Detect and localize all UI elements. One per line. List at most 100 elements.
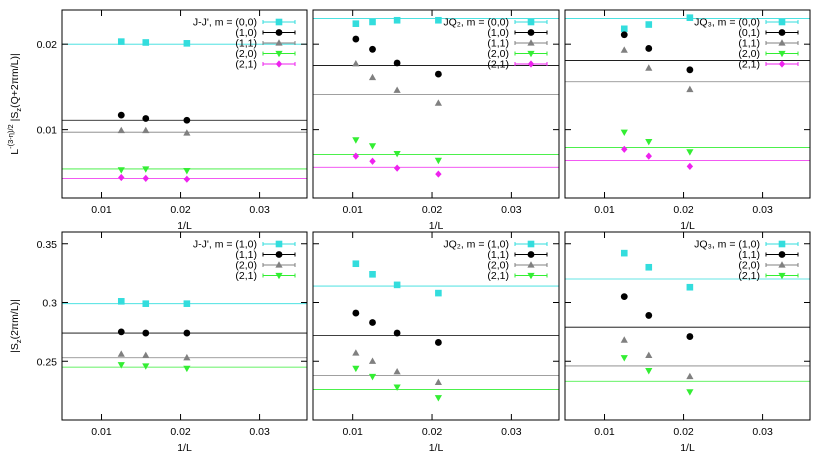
data-point (369, 271, 376, 278)
data-point (117, 328, 125, 336)
panel-label: J-J', m = (1,0) (193, 239, 257, 251)
x-tick-label: 0.01 (91, 426, 112, 438)
data-point (434, 99, 442, 106)
data-point (142, 174, 149, 182)
data-point (142, 39, 150, 46)
legend-label: (2,0) (235, 48, 257, 60)
y-axis-label: |Sz(2πm/L)| (9, 299, 23, 353)
panel-label: JQ₂, m = (1,0) (443, 239, 509, 251)
data-point (183, 365, 191, 373)
data-point (352, 137, 360, 144)
data-point (118, 173, 125, 182)
data-point (393, 329, 401, 337)
legend-marker (275, 261, 283, 268)
data-point (435, 170, 442, 178)
data-point (645, 351, 653, 358)
data-point (352, 365, 360, 373)
data-point (686, 283, 694, 291)
x-tick-label: 0.01 (342, 426, 363, 438)
data-point (368, 357, 377, 364)
x-axis-label: 1/L (680, 442, 695, 454)
legend-marker (778, 251, 786, 258)
data-point (686, 66, 694, 74)
legend-label: (1,1) (235, 249, 257, 261)
data-point (117, 350, 125, 357)
legend-marker (527, 240, 535, 248)
x-tick-label: 0.02 (422, 426, 443, 438)
data-point (645, 368, 653, 375)
data-point (686, 14, 694, 21)
legend-label: (2,0) (738, 48, 760, 60)
plot-frame (564, 231, 811, 421)
data-point (369, 157, 376, 165)
data-point (183, 168, 191, 175)
data-point (620, 293, 628, 301)
data-point (620, 249, 628, 257)
legend-marker (527, 261, 535, 268)
data-point (686, 372, 694, 380)
legend-label: (1,1) (487, 38, 509, 50)
data-point (183, 300, 191, 307)
legend-marker (778, 29, 786, 36)
data-point (117, 38, 125, 45)
x-tick-label: 0.02 (170, 204, 191, 216)
data-point (686, 85, 694, 93)
data-point (352, 260, 360, 268)
data-point (142, 329, 150, 337)
data-point (183, 129, 191, 136)
legend-label: (2,1) (235, 270, 257, 282)
legend-label: (2,1) (235, 59, 257, 71)
data-point (183, 329, 191, 337)
data-point (686, 149, 694, 156)
legend-marker (275, 251, 283, 258)
legend-marker (275, 29, 283, 36)
legend-label: (2,0) (487, 260, 509, 272)
plot-frame (564, 9, 811, 199)
data-point (686, 333, 694, 340)
data-point (645, 45, 653, 52)
data-point (142, 115, 150, 122)
data-point (620, 336, 628, 343)
x-axis-label: 1/L (680, 220, 695, 232)
data-point (142, 166, 150, 173)
legend-marker (778, 240, 786, 248)
data-point (645, 312, 653, 319)
legend-label: (1,1) (738, 249, 760, 261)
data-point (369, 18, 376, 26)
data-point (369, 319, 376, 326)
x-axis-label: 1/L (177, 220, 192, 232)
plot-frame (312, 231, 560, 421)
data-point (352, 60, 360, 67)
legend-marker (778, 272, 786, 280)
data-point (620, 355, 628, 362)
data-point (393, 86, 401, 93)
data-point (645, 64, 653, 71)
legend-marker (778, 50, 786, 58)
legend-marker (527, 50, 535, 58)
data-point (393, 16, 401, 24)
panel-label: JQ₃, m = (1,0) (694, 239, 760, 251)
data-point (368, 73, 377, 81)
legend-marker (275, 18, 283, 26)
legend-marker (527, 29, 535, 36)
legend-label: (2,1) (738, 270, 760, 282)
legend-label: (1,0) (235, 27, 257, 39)
data-point (352, 20, 360, 27)
data-point (183, 353, 191, 361)
data-point (645, 263, 653, 271)
x-axis-label: 1/L (429, 442, 444, 454)
legend-marker (527, 60, 535, 68)
data-point (620, 129, 628, 136)
data-point (621, 145, 628, 153)
x-tick-label: 0.01 (91, 204, 112, 216)
data-point (117, 362, 125, 369)
data-point (645, 152, 652, 160)
legend-label: (2,1) (738, 59, 760, 71)
y-axis-label: L-(3-η)/2 |Sz(Q+2πm/L)| (6, 53, 23, 154)
legend-marker (275, 60, 283, 68)
data-point (645, 21, 653, 28)
